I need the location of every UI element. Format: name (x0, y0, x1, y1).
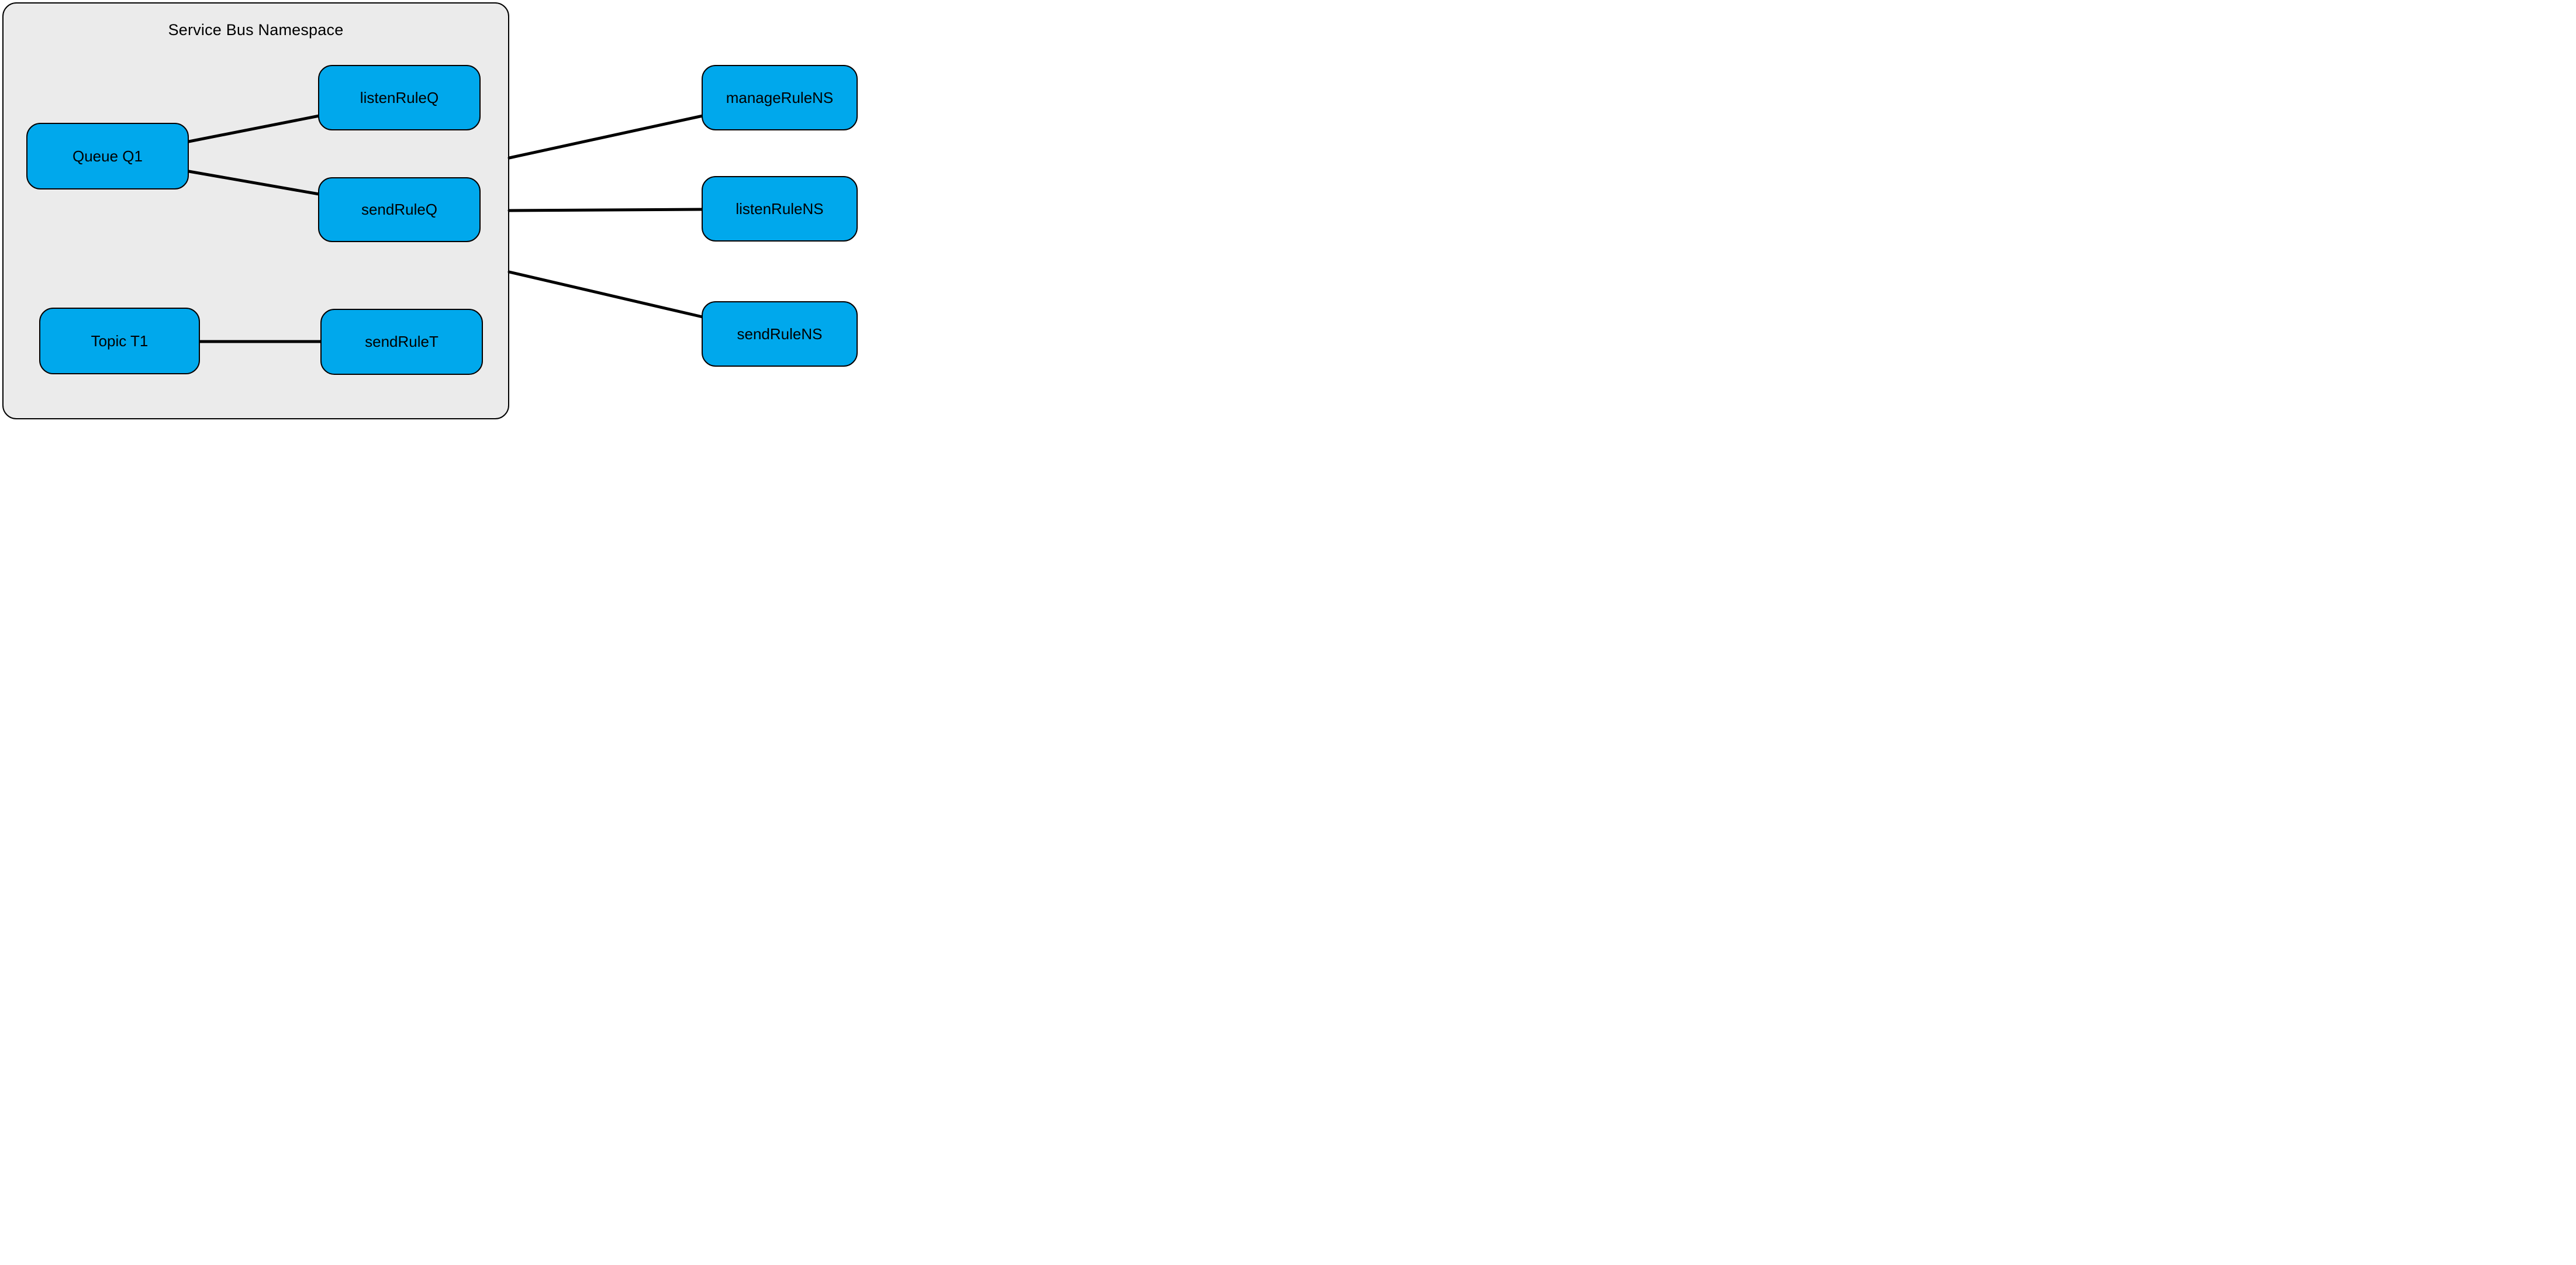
edge-queue-q1-to-listen-rule-q (187, 114, 321, 143)
node-queue-q1-label: Queue Q1 (72, 147, 143, 165)
namespace-title: Service Bus Namespace (168, 21, 344, 39)
edge-namespace-to-send-rule-ns (507, 270, 705, 319)
diagram-canvas: Service Bus Namespace Queue Q1 listenRul… (0, 0, 859, 422)
node-manage-rule-ns: manageRuleNS (702, 65, 858, 130)
node-topic-t1-label: Topic T1 (91, 332, 149, 350)
edge-namespace-to-listen-rule-ns (507, 208, 705, 212)
connector-lines (187, 114, 705, 343)
node-send-rule-t-label: sendRuleT (365, 333, 438, 350)
node-listen-rule-ns-label: listenRuleNS (735, 199, 824, 218)
node-listen-rule-ns: listenRuleNS (702, 176, 858, 242)
node-queue-q1: Queue Q1 (26, 123, 189, 189)
edge-queue-q1-to-send-rule-q (187, 170, 321, 196)
node-send-rule-q: sendRuleQ (318, 177, 481, 242)
node-send-rule-t: sendRuleT (320, 309, 483, 375)
edge-namespace-to-manage-rule-ns (507, 114, 705, 160)
node-send-rule-ns-label: sendRuleNS (737, 325, 823, 343)
node-send-rule-q-label: sendRuleQ (361, 201, 438, 218)
node-send-rule-ns: sendRuleNS (702, 301, 858, 367)
node-listen-rule-q: listenRuleQ (318, 65, 481, 130)
node-topic-t1: Topic T1 (39, 308, 200, 374)
node-listen-rule-q-label: listenRuleQ (360, 88, 439, 106)
node-manage-rule-ns-label: manageRuleNS (726, 88, 834, 106)
